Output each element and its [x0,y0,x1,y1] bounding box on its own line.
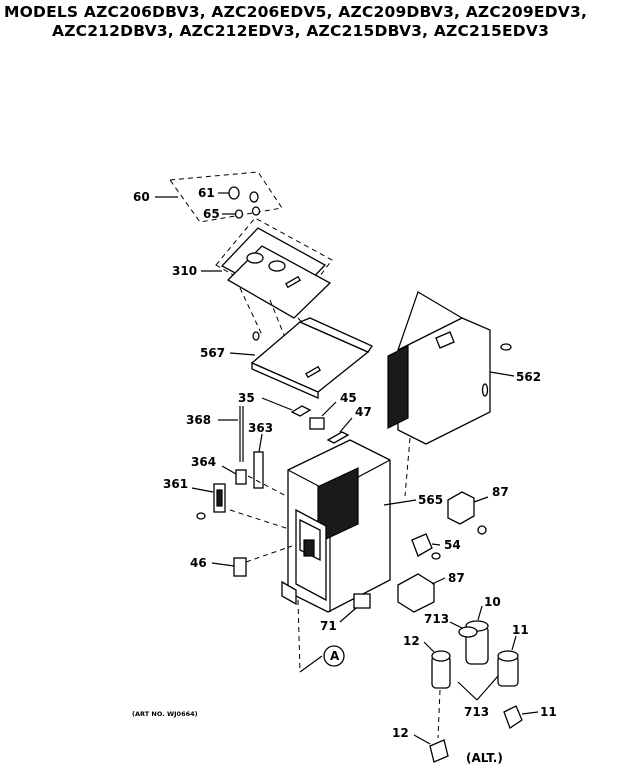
part-61-knob [218,186,259,203]
callout-713-upper: 713 [424,612,449,626]
callout-310: 310 [172,264,197,278]
marker-a-circle [323,645,345,667]
callout-368: 368 [186,413,211,427]
part-562-cover-panel [387,291,515,445]
part-713-strap-upper [449,621,478,638]
callout-61: 61 [198,186,215,200]
part-46-plug [211,545,293,577]
part-361-switch [191,483,226,520]
callout-364: 364 [191,455,216,469]
part-87-relay-upper [447,491,489,535]
callout-54: 54 [444,538,461,552]
part-11-capacitor-upper [497,635,519,687]
part-12-alt [413,734,449,763]
part-713-strap-lower [457,675,499,701]
part-363-thermostat [253,433,264,489]
art-number: (ART NO. WJ0664) [132,710,198,718]
callout-11-upper: 11 [512,623,529,637]
marker-a-label: A [330,649,340,663]
part-565-control-box [281,439,417,613]
part-567-bracket [229,317,373,399]
callout-713-lower: 713 [464,705,489,719]
part-35-clip [261,397,312,417]
part-45-relay [309,401,337,430]
callout-35: 35 [238,391,255,405]
part-364-bracket [221,465,247,485]
callout-87-upper: 87 [492,485,509,499]
callout-567: 567 [200,346,225,360]
callout-71: 71 [320,619,337,633]
part-12-capacitor-upper [423,641,451,689]
models-title-line-2: AZC212DBV3, AZC212EDV3, AZC215DBV3, AZC2… [52,22,550,40]
callout-11-lower: 11 [540,705,557,719]
part-71-connector [339,593,371,623]
callout-565: 565 [418,493,443,507]
callout-562: 562 [516,370,541,384]
part-87-relay-lower [397,573,446,613]
callout-10: 10 [484,595,501,609]
part-54-holder [411,533,441,560]
alt-label: (ALT.) [466,751,503,765]
callout-60: 60 [133,190,150,204]
models-title-line-1: MODELS AZC206DBV3, AZC206EDV5, AZC209DBV… [4,3,588,21]
callout-87-lower: 87 [448,571,465,585]
part-65-screw [222,206,261,219]
callout-65: 65 [203,207,220,221]
part-47-terminal [326,417,353,444]
part-310-control-panel [201,217,333,319]
callout-45: 45 [340,391,357,405]
callout-47: 47 [355,405,372,419]
part-11-alt [503,705,539,729]
callout-363: 363 [248,421,273,435]
callout-12-lower: 12 [392,726,409,740]
part-368-thermostat-bulb [218,406,244,462]
part-60-cover-outline [155,171,283,223]
callout-46: 46 [190,556,207,570]
callout-361: 361 [163,477,188,491]
callout-12-upper: 12 [403,634,420,648]
